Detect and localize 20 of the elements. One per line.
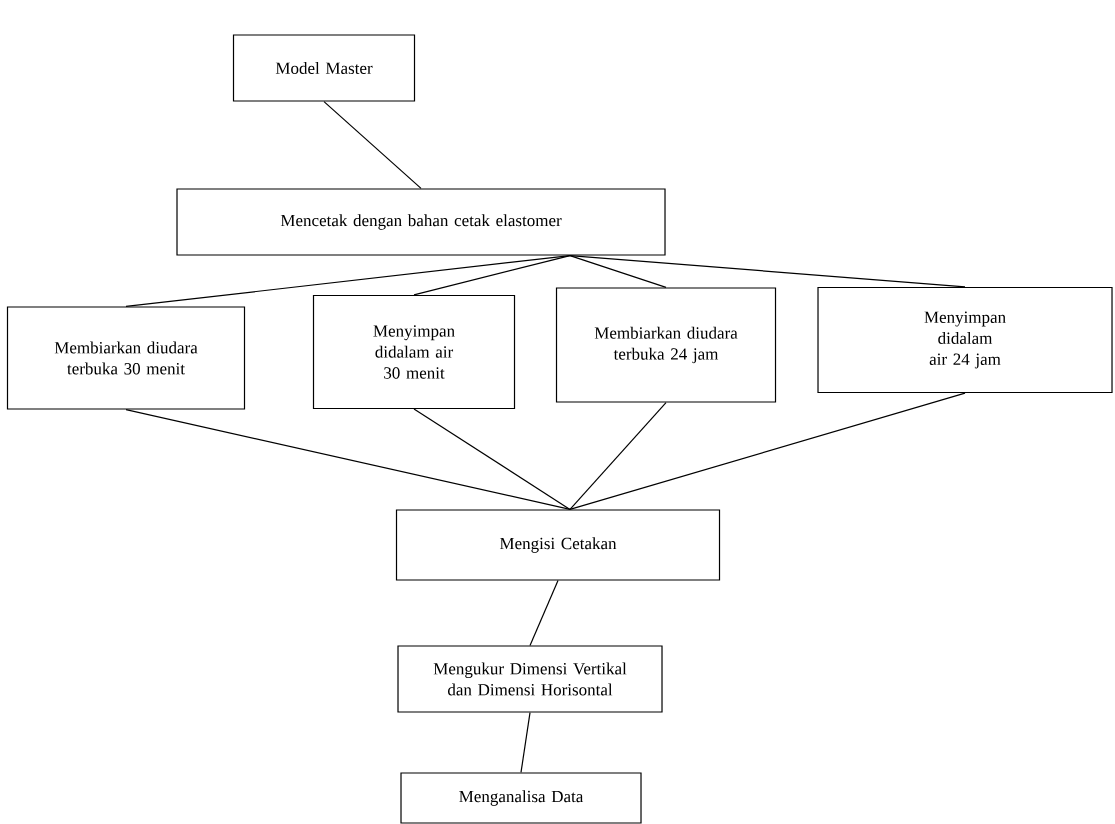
connector-line — [569, 255, 667, 288]
process-box: Menyimpan didalam air 24 jam — [817, 286, 1113, 394]
process-box: Model Master — [232, 34, 416, 102]
connector-line — [569, 392, 966, 510]
connector-line — [520, 712, 531, 773]
process-box: Menganalisa Data — [400, 772, 642, 824]
connector-line — [413, 255, 571, 296]
connector-line — [125, 255, 571, 307]
process-box: Menyimpan didalam air 30 menit — [312, 294, 516, 410]
connector-line — [569, 255, 966, 288]
process-box: Mengisi Cetakan — [395, 509, 721, 581]
connector-line — [125, 409, 571, 510]
connector-line — [413, 408, 571, 510]
connector-line — [323, 101, 422, 189]
process-box: Mencetak dengan bahan cetak elastomer — [176, 188, 666, 256]
process-box: Membiarkan diudara terbuka 24 jam — [555, 287, 777, 403]
process-box: Membiarkan diudara terbuka 30 menit — [6, 306, 246, 410]
process-box: Mengukur Dimensi Vertikal dan Dimensi Horisontal — [397, 645, 663, 713]
connector-line — [529, 580, 559, 646]
connector-line — [569, 402, 667, 510]
